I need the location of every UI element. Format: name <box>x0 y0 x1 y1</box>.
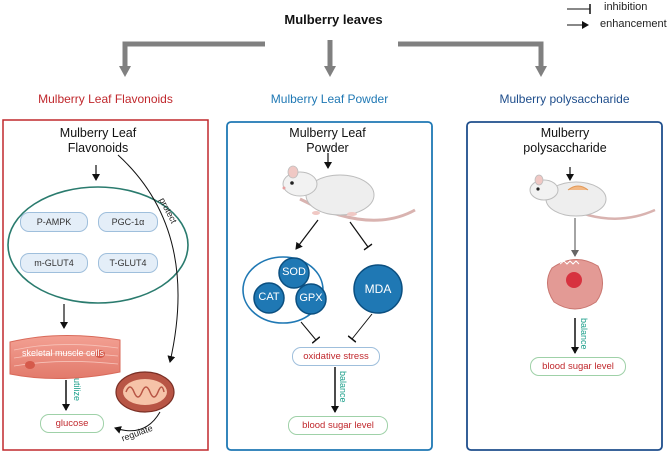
powder-heading: Mulberry Leaf Powder <box>270 92 389 106</box>
arrow-to-flavonoids <box>119 41 265 77</box>
target-pill-m-glut4: m-GLUT4 <box>20 253 88 273</box>
cat-label: CAT <box>258 291 280 303</box>
top-connectors <box>119 40 547 77</box>
polysaccharide-heading: Mulberry polysaccharide <box>499 92 630 106</box>
muscle-label: skeletal muscle cells <box>22 348 105 358</box>
inhibit-oxidative-2 <box>347 313 373 343</box>
target-pill-pgc1a: PGC-1α <box>98 212 158 232</box>
blood-sugar-pill-poly: blood sugar level <box>530 357 626 376</box>
target-pill-p-ampk: P-AMPK <box>20 212 88 232</box>
legend-inhibition-label: inhibition <box>604 1 648 13</box>
cell-icon <box>547 259 603 310</box>
sod-circle <box>278 257 310 289</box>
legend <box>567 4 591 29</box>
gpx-label: GPX <box>299 292 323 304</box>
protect-arrow <box>117 154 179 363</box>
polysaccharide-panel-title: Mulberry polysaccharide <box>523 126 607 155</box>
balance-label-poly: balance <box>579 318 589 350</box>
cat-circle <box>253 282 285 314</box>
regulate-arrow <box>114 411 161 434</box>
legend-enhancement-label: enhancement <box>600 18 667 30</box>
arrow-to-polysaccharide <box>398 41 547 77</box>
target-pill-t-glut4: T-GLUT4 <box>98 253 158 273</box>
oxidative-stress-pill: oxidative stress <box>292 347 380 366</box>
utilize-label: utilize <box>72 378 82 402</box>
glucose-pill: glucose <box>40 414 104 433</box>
inhibit-oxidative-1 <box>300 321 321 344</box>
mda-circle <box>353 264 403 314</box>
mda-label: MDA <box>364 282 392 296</box>
blood-sugar-pill-powder: blood sugar level <box>288 416 388 435</box>
sod-label: SOD <box>282 266 306 278</box>
balance-label-powder: balance <box>338 371 348 403</box>
rat-icon <box>282 165 416 222</box>
powder-panel-title: Mulberry Leaf Powder <box>289 126 366 155</box>
arrow-to-antioxidants <box>295 219 319 250</box>
rat-icon-2 <box>529 174 656 220</box>
skeletal-muscle-icon <box>9 334 121 380</box>
powder-panel <box>226 121 433 451</box>
mitochondrion-icon <box>115 371 175 413</box>
flavonoids-panel-title: Mulberry Leaf Flavonoids <box>59 126 137 155</box>
inhibit-mda <box>349 221 373 251</box>
diagram-title: Mulberry leaves <box>284 12 383 27</box>
gpx-circle <box>295 283 327 315</box>
flavonoids-heading: Mulberry Leaf Flavonoids <box>38 92 173 106</box>
